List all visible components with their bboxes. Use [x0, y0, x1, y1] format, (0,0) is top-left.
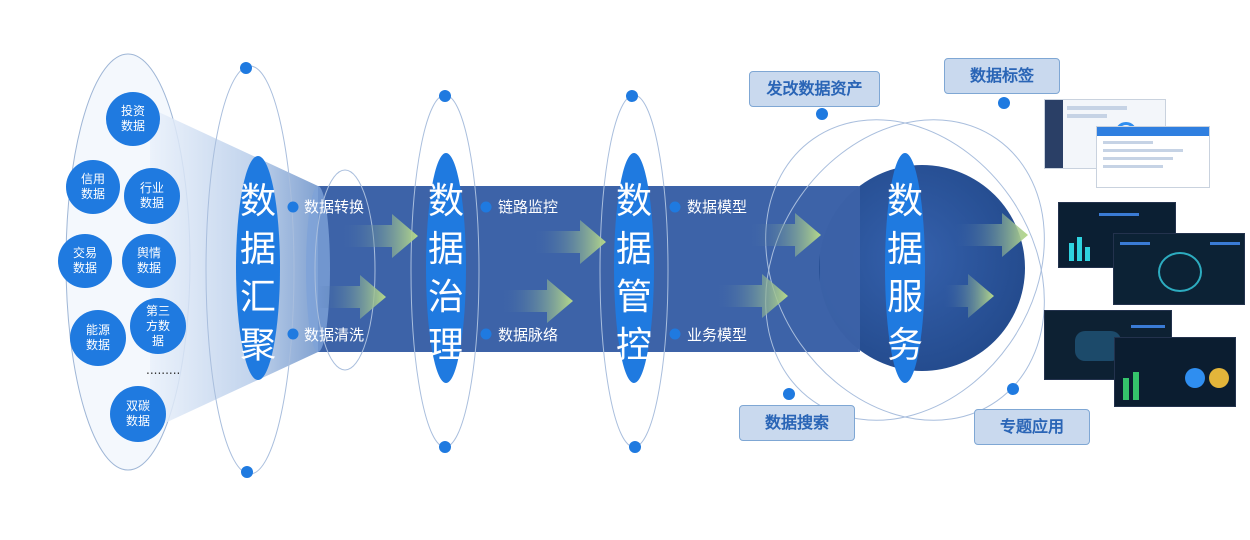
flow-arrow — [955, 213, 1028, 257]
flow-arrow — [340, 214, 418, 258]
item-dot — [480, 201, 492, 213]
source-industry: 行业 数据 — [124, 168, 180, 224]
flow-arrow — [318, 275, 386, 319]
source-trading: 交易 数据 — [58, 234, 112, 288]
stage-label-service: 数 据 服 务 — [886, 181, 923, 366]
sources-ellipsis: ......... — [146, 363, 181, 377]
stage-capsule-control — [614, 153, 654, 383]
item-dot — [669, 328, 681, 340]
item-clean: 数据清洗 — [304, 326, 365, 344]
orbit-dot — [626, 90, 638, 102]
item-data-model: 数据模型 — [687, 198, 748, 216]
item-business-model: 业务模型 — [687, 326, 748, 344]
stage-capsule-govern — [426, 153, 466, 383]
source-investment: 投资 数据 — [106, 92, 160, 146]
orbit-dot — [1007, 383, 1019, 395]
orbit-dot — [998, 97, 1010, 109]
stage-capsule-service — [885, 153, 925, 383]
orbit-dot — [439, 90, 451, 102]
pipe-body — [318, 186, 858, 352]
orbit-ring — [765, 119, 1045, 421]
output-data-tags: 数据标签 — [944, 58, 1060, 94]
source-sentiment: 舆情 数据 — [122, 234, 176, 288]
flow-arrow — [500, 279, 573, 323]
orbit-dot — [241, 466, 253, 478]
flow-arrow — [748, 213, 821, 257]
item-lineage: 数据脉络 — [498, 326, 559, 344]
flow-arrow — [944, 274, 994, 318]
output-data-asset: 发改数据资产 — [749, 71, 880, 107]
orbit-ring — [314, 169, 376, 371]
item-link-monitor: 链路监控 — [498, 198, 559, 216]
stage-label-govern: 数 据 治 理 — [427, 181, 464, 366]
item-convert: 数据转换 — [304, 198, 365, 216]
orbit-dot — [439, 441, 451, 453]
orbit-ring — [765, 119, 1045, 421]
source-third-party: 第三 方数 据 — [130, 298, 186, 354]
item-dot — [287, 328, 299, 340]
source-carbon: 双碳 数据 — [110, 386, 166, 442]
stage-label-control: 数 据 管 控 — [615, 181, 652, 366]
app-screenshot-tags-2 — [1096, 126, 1210, 188]
app-screenshot-dashboard-2 — [1113, 233, 1245, 305]
orbit-dot — [816, 108, 828, 120]
orbit-dot — [240, 62, 252, 74]
orbit-dot — [629, 441, 641, 453]
output-data-search: 数据搜索 — [739, 405, 855, 441]
item-dot — [480, 328, 492, 340]
funnel — [150, 108, 318, 430]
flow-arrow — [715, 274, 788, 318]
item-dot — [669, 201, 681, 213]
source-energy: 能源 数据 — [70, 310, 126, 366]
stage-capsule-collect — [236, 156, 280, 380]
item-dot — [287, 201, 299, 213]
orbit-dot — [783, 388, 795, 400]
flow-arrow — [532, 220, 606, 264]
output-topic-app: 专题应用 — [974, 409, 1090, 445]
source-credit: 信用 数据 — [66, 160, 120, 214]
pipe-mouth — [306, 186, 330, 352]
stage-label-collect: 数 据 汇 聚 — [239, 181, 276, 366]
pipe-join — [820, 186, 860, 352]
app-screenshot-dashboard-4 — [1114, 337, 1236, 407]
